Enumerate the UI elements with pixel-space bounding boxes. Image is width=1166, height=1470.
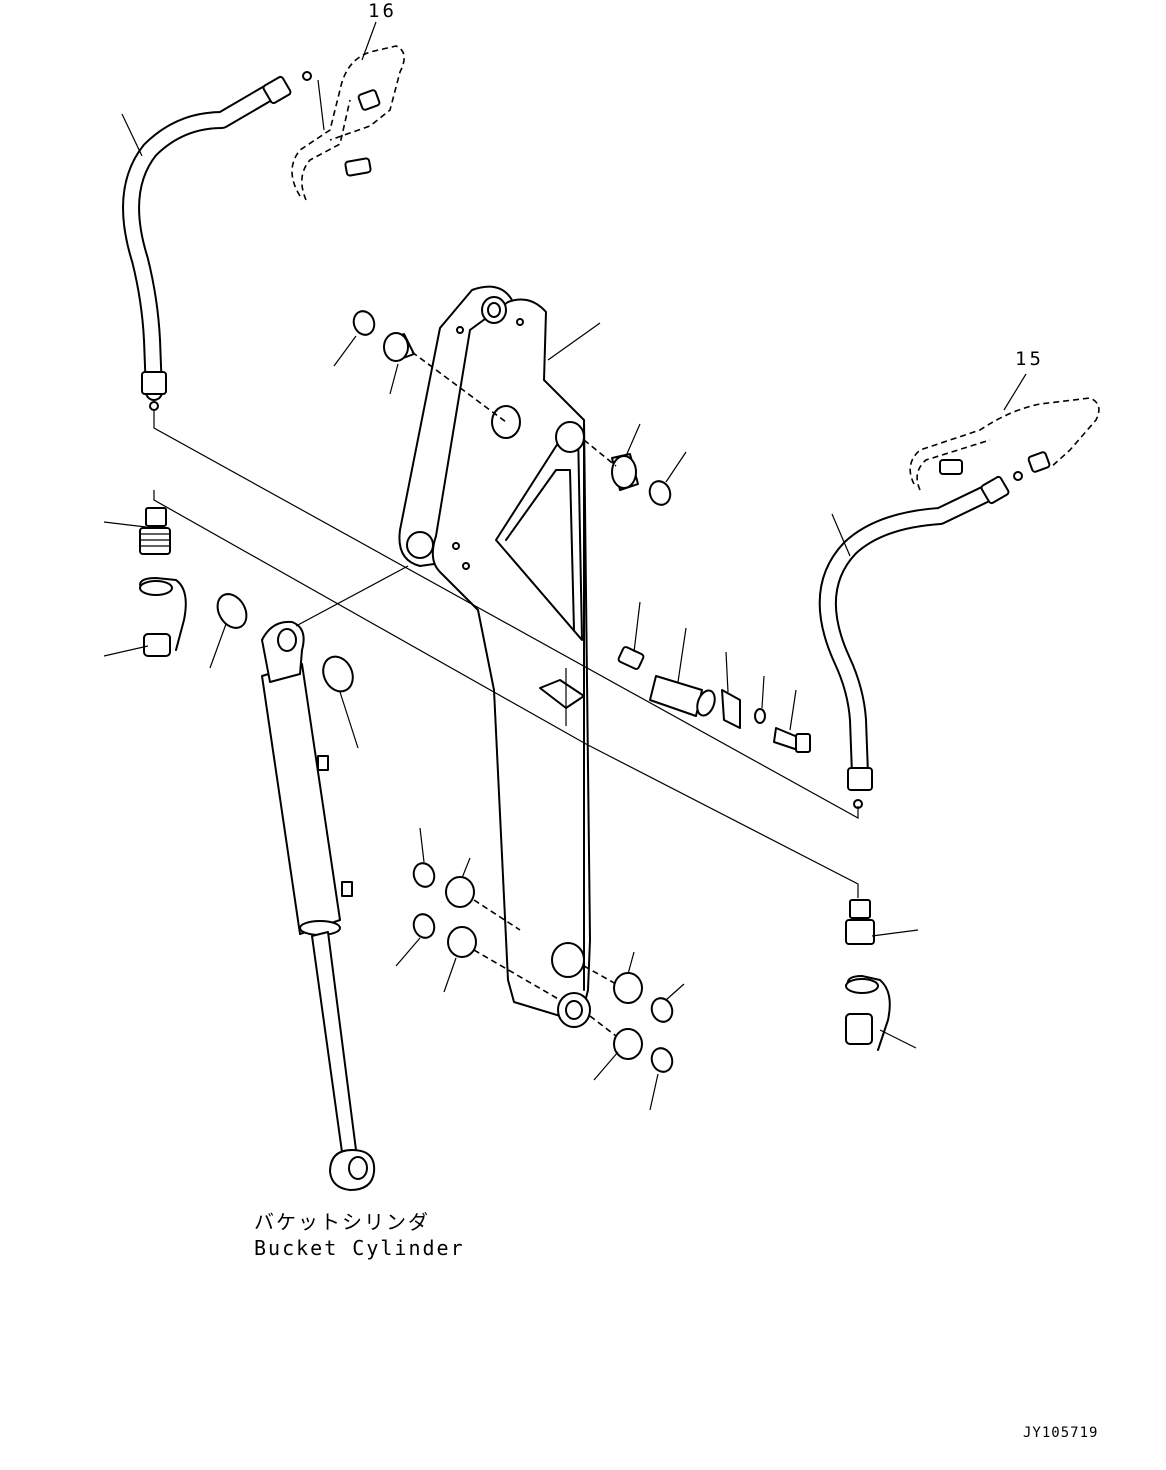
left-cap-strap <box>139 577 187 651</box>
hose-left-nut <box>262 75 292 105</box>
callout-15: 15 <box>1015 348 1044 370</box>
cylinder-rod <box>311 931 357 1153</box>
seal-lower-right-1 <box>650 997 674 1023</box>
hose-right-nut <box>980 475 1010 505</box>
lock-washer <box>754 708 766 724</box>
seal-upper-right <box>648 480 672 506</box>
left-adapter <box>145 507 167 527</box>
right-cap <box>845 1013 873 1045</box>
alt-pipe-16 <box>291 21 405 201</box>
hose-right <box>818 475 1010 791</box>
grease-fitting <box>617 646 645 670</box>
left-o-ring <box>216 593 248 629</box>
pin-assembly <box>617 601 811 753</box>
bushing-lower-right-2 <box>613 1028 643 1060</box>
bushing-lower-left-1 <box>445 876 475 908</box>
alt-pipe-16-fitting <box>344 157 372 177</box>
lower-bushings <box>395 827 685 1111</box>
hose-left-fitting <box>141 371 167 395</box>
arm-bottom-boss-2 <box>557 992 591 1028</box>
arm-top-boss <box>481 296 507 324</box>
right-fittings <box>845 899 919 1051</box>
connection-lines <box>149 401 863 898</box>
seal-lower-left-2 <box>412 913 436 939</box>
arm-bottom-boss-1 <box>551 942 585 978</box>
arm-rib-inner <box>505 469 575 631</box>
cyl-o-ring <box>322 655 354 693</box>
hose-right-fitting <box>847 767 873 791</box>
pin <box>649 675 703 717</box>
right-cap-strap <box>846 975 891 1051</box>
arm-pin-hole <box>491 405 521 439</box>
seal-lower-right-2 <box>650 1047 674 1073</box>
drawing-number: JY105719 <box>1023 1425 1099 1441</box>
bucket-cylinder-label-ja: バケットシリンダ <box>254 1210 430 1234</box>
cylinder-tube <box>261 663 341 935</box>
right-adapter <box>849 899 871 919</box>
bushing-lower-right-1 <box>613 972 643 1004</box>
upper-bushings <box>333 310 687 506</box>
left-fittings <box>103 507 359 749</box>
bushing-upper-right <box>611 455 637 489</box>
arm-assembly <box>398 285 601 1028</box>
bucket-cylinder <box>261 620 376 1191</box>
arm-bracket-boss <box>555 421 585 453</box>
alt-pipe-15-nut <box>1027 451 1051 473</box>
alt-pipe-16-nut <box>357 89 381 111</box>
callout-16: 16 <box>368 0 397 22</box>
bushing-lower-left-2 <box>447 926 477 958</box>
alt-pipe-15-fitting <box>939 459 963 475</box>
seal-upper-left <box>352 310 376 336</box>
hose-left <box>121 75 292 401</box>
cylinder-port-1 <box>317 755 329 771</box>
left-cap <box>143 633 171 657</box>
seal-lower-left-1 <box>412 862 436 888</box>
cylinder-head-eye <box>261 620 305 683</box>
arm-bracket-plate <box>539 679 585 709</box>
arm-lower-boss <box>406 531 434 559</box>
lock-plate <box>721 689 741 729</box>
bucket-cylinder-label-en: Bucket Cylinder <box>254 1236 465 1260</box>
alt-pipe-15 <box>909 373 1100 491</box>
bushing-upper-left <box>383 332 409 362</box>
cylinder-port-2 <box>341 881 353 897</box>
